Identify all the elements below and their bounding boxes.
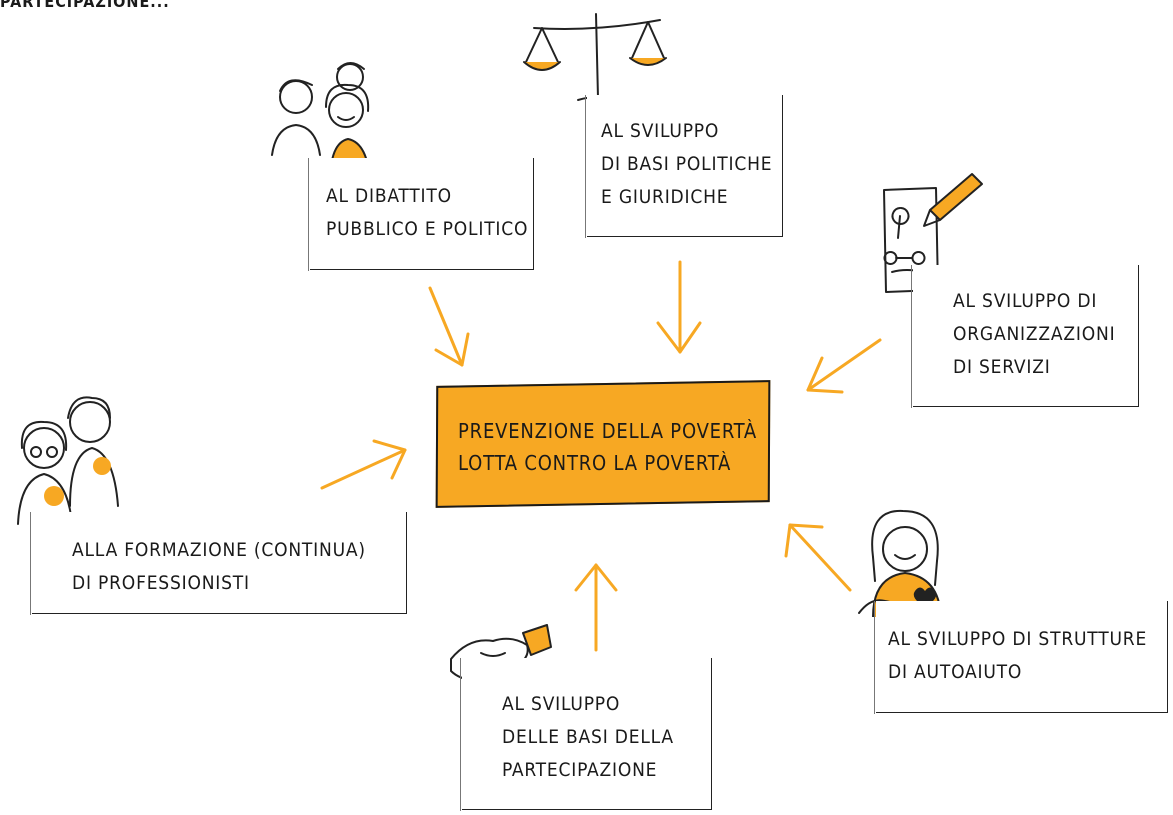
box-dibattito: AL DIBATTITO PUBBLICO E POLITICO [308, 158, 534, 271]
box-formazione: ALLA FORMAZIONE (CONTINUA) DI PROFESSION… [30, 512, 407, 615]
box-organizzazioni-line-3: DI SERVIZI [953, 356, 1051, 378]
center-line-2: LOTTA CONTRO LA POVERTÀ [458, 451, 732, 475]
box-organizzazioni-line-2: ORGANIZZAZIONI [953, 323, 1116, 345]
center-box: PREVENZIONE DELLA POVERTÀ LOTTA CONTRO L… [435, 380, 771, 508]
box-autoaiuto-line-2: DI AUTOAIUTO [888, 661, 1023, 683]
page-title: PARTECIPAZIONE... [0, 0, 170, 11]
arrow-organizzazioni [806, 338, 882, 394]
box-dibattito-line-1: AL DIBATTITO [326, 185, 452, 207]
box-organizzazioni-line-1: AL SVILUPPO DI [953, 290, 1098, 312]
arrow-partecipazione [574, 563, 618, 652]
box-formazione-line-2: DI PROFESSIONISTI [72, 572, 250, 594]
box-partecipazione: AL SVILUPPO DELLE BASI DELLA PARTECIPAZI… [460, 658, 712, 811]
box-formazione-line-1: ALLA FORMAZIONE (CONTINUA) [72, 539, 366, 561]
center-line-1: PREVENZIONE DELLA POVERTÀ [458, 419, 758, 443]
professionals-icon [17, 396, 119, 525]
box-basi-politiche: AL SVILUPPO DI BASI POLITICHE E GIURIDIC… [585, 95, 783, 238]
arrow-formazione [320, 439, 407, 490]
box-partecipazione-line-1: AL SVILUPPO [502, 693, 621, 715]
box-autoaiuto: AL SVILUPPO DI STRUTTURE DI AUTOAIUTO [874, 601, 1168, 714]
scales-icon [523, 13, 667, 101]
box-basi-politiche-line-3: E GIURIDICHE [601, 186, 729, 208]
box-partecipazione-line-2: DELLE BASI DELLA [502, 726, 674, 748]
box-autoaiuto-line-1: AL SVILUPPO DI STRUTTURE [888, 628, 1148, 650]
box-basi-politiche-line-2: DI BASI POLITICHE [601, 153, 773, 175]
box-basi-politiche-line-1: AL SVILUPPO [601, 120, 720, 142]
arrow-autoaiuto [784, 523, 852, 592]
arrow-basi-politiche [656, 260, 702, 354]
box-dibattito-line-2: PUBBLICO E POLITICO [326, 218, 529, 240]
box-organizzazioni: AL SVILUPPO DI ORGANIZZAZIONI DI SERVIZI [911, 265, 1139, 408]
arrow-dibattito [428, 286, 470, 367]
box-partecipazione-line-3: PARTECIPAZIONE [502, 759, 658, 781]
